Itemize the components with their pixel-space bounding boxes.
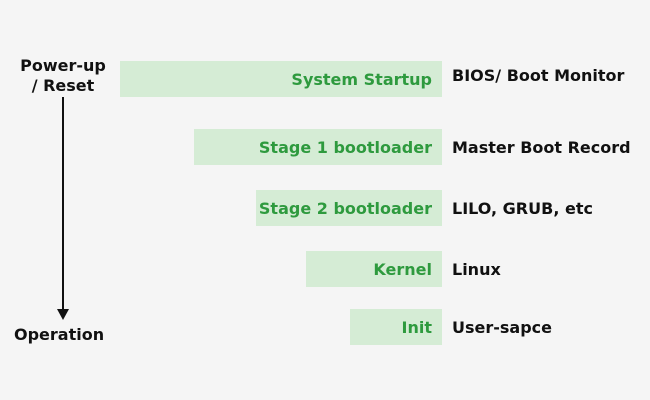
stage-description-kernel: Linux — [452, 259, 501, 279]
stage-box-system-startup: System Startup — [120, 61, 442, 97]
stage-box-init: Init — [350, 309, 442, 345]
start-label: Power-up / Reset — [20, 56, 106, 95]
arrow-down-icon — [57, 309, 69, 320]
stage-label: System Startup — [291, 69, 432, 89]
stage-box-kernel: Kernel — [306, 251, 442, 287]
stage-description-stage2-bootloader: LILO, GRUB, etc — [452, 198, 593, 218]
stage-label: Stage 2 bootloader — [258, 198, 432, 218]
stage-label: Stage 1 bootloader — [258, 137, 432, 157]
timeline-arrow-line — [62, 97, 64, 311]
stage-description-stage1-bootloader: Master Boot Record — [452, 137, 631, 157]
stage-description-system-startup: BIOS/ Boot Monitor — [452, 65, 625, 85]
stage-box-stage1-bootloader: Stage 1 bootloader — [194, 129, 442, 165]
stage-label: Kernel — [373, 259, 432, 279]
end-label: Operation — [14, 325, 105, 344]
stage-box-stage2-bootloader: Stage 2 bootloader — [256, 190, 442, 226]
stage-label: Init — [401, 317, 432, 337]
stage-description-init: User-sapce — [452, 317, 553, 337]
